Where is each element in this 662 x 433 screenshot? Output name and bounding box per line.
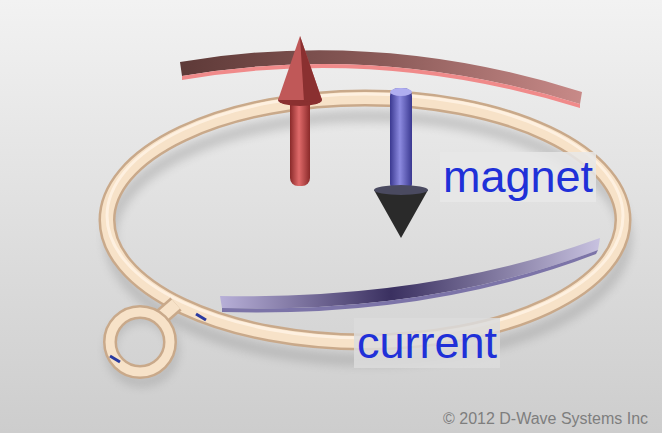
magnet-arrow-down [390,88,412,192]
ring-highlight [107,94,623,338]
arrow-head-shade [300,36,322,102]
bottom-band [220,238,600,309]
part-label: magnet [440,152,596,202]
arrow-tail-cap [390,88,412,96]
arrow-head-base [374,185,428,195]
small-loop [110,312,170,372]
ring-outline [107,98,623,342]
watermark: © 2012 D-Wave Systems Inc [440,410,651,428]
bottom-band-edge [222,250,598,313]
junction-mark [110,356,120,362]
junction-mark [196,314,206,320]
magnet-arrow-up [290,96,310,186]
ring [107,98,623,342]
part-label: current [354,318,500,368]
small-loop-outline [110,312,170,372]
arrow-head [374,190,428,238]
